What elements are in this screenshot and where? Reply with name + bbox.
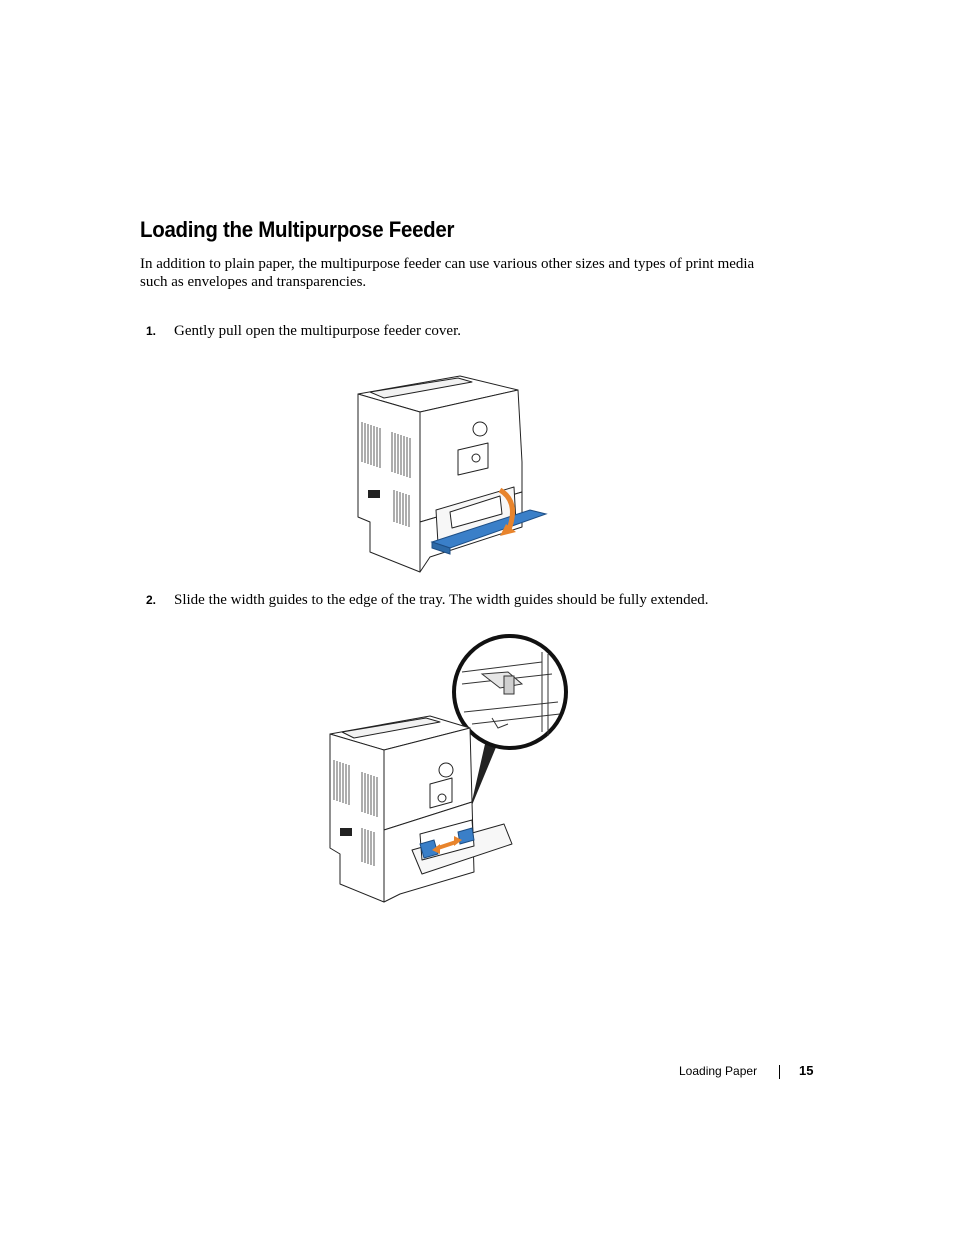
footer-divider [779, 1065, 780, 1079]
step-number: 2. [146, 593, 157, 607]
page-title: Loading the Multipurpose Feeder [140, 217, 455, 242]
width-guides-illustration [329, 634, 568, 903]
step-number: 1. [146, 324, 157, 338]
step-text: Gently pull open the multipurpose feeder… [174, 323, 461, 339]
intro-paragraph: In addition to plain paper, the multipur… [140, 256, 755, 290]
step-text: Slide the width guides to the edge of th… [174, 592, 709, 608]
footer-section-title: Loading Paper [679, 1064, 758, 1078]
page-number: 15 [799, 1063, 814, 1078]
printer-feeder-cover-illustration [357, 375, 548, 573]
